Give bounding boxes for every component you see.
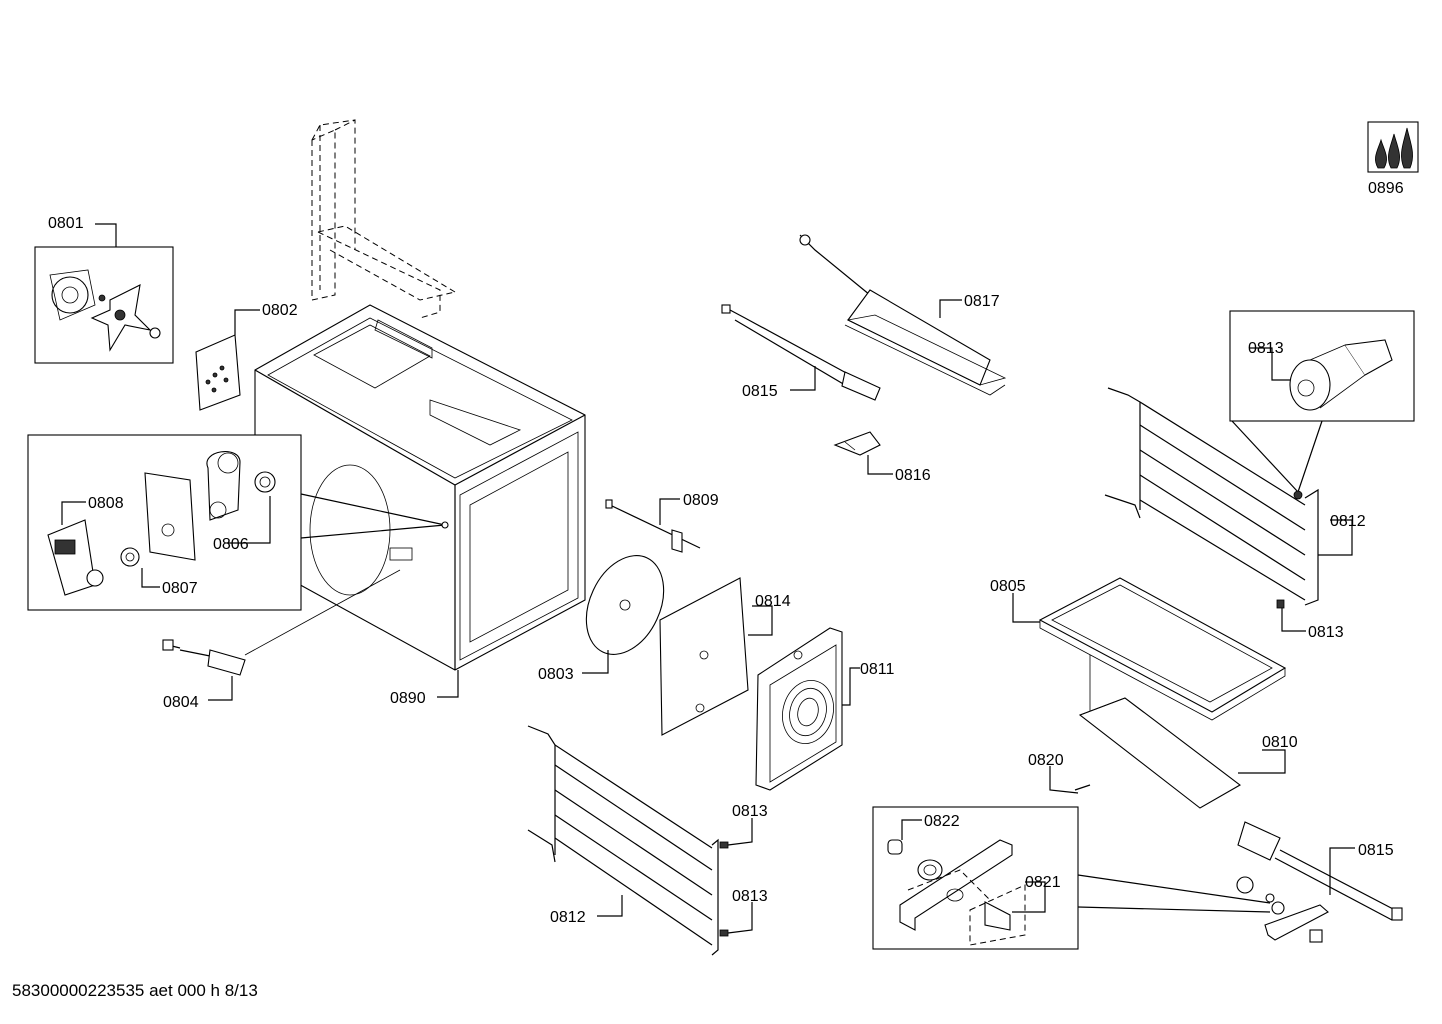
label-0813-bottom-a: 0813 [732, 803, 768, 820]
label-0815-top: 0815 [742, 383, 778, 400]
cable-harness-0815-top [721, 304, 881, 401]
connector-0804 [162, 639, 246, 676]
label-0801: 0801 [48, 215, 84, 232]
label-0811: 0811 [860, 661, 895, 678]
label-0822: 0822 [924, 813, 960, 830]
screw-0813-a [719, 841, 729, 849]
label-0813-detail: 0813 [1248, 340, 1284, 357]
oven-cavity-0890 [254, 304, 586, 671]
label-0813-bottom-b: 0813 [732, 888, 768, 905]
label-0803: 0803 [538, 666, 574, 683]
exhaust-duct-outline [311, 119, 456, 319]
round-cover-0803 [585, 555, 665, 655]
label-0806: 0806 [213, 536, 249, 553]
label-0810: 0810 [1262, 734, 1298, 751]
label-0802: 0802 [262, 302, 298, 319]
rear-panel-0814 [659, 577, 749, 736]
fitting-parts [1264, 893, 1329, 943]
label-0816: 0816 [895, 467, 931, 484]
detail-box-screw [1229, 310, 1415, 493]
bottom-plate-0805 [1038, 577, 1287, 721]
label-0805: 0805 [990, 578, 1026, 595]
fan-motor-assembly [34, 246, 174, 364]
side-rack-0812-right [1104, 387, 1319, 606]
label-0812-right: 0812 [1330, 513, 1366, 530]
heating-element-0817 [799, 234, 1007, 396]
label-0813-right: 0813 [1308, 624, 1344, 641]
label-0807: 0807 [162, 580, 198, 597]
mounting-plate-0802 [195, 334, 241, 411]
screw-0813-right [1276, 599, 1285, 609]
side-rack-0812-bottom [527, 725, 719, 956]
document-footer-code: 58300000223535 aet 000 h 8/13 [12, 981, 258, 1000]
detail-box-gas-valve [872, 806, 1271, 950]
label-0812-bottom: 0812 [550, 909, 586, 926]
label-0820: 0820 [1028, 752, 1064, 769]
clip-0816 [833, 431, 881, 456]
screw-0813-b [719, 929, 729, 937]
temperature-sensor-0809 [605, 499, 701, 553]
label-0804: 0804 [163, 694, 199, 711]
label-0808: 0808 [88, 495, 124, 512]
label-0821: 0821 [1025, 874, 1061, 891]
label-0809: 0809 [683, 492, 719, 509]
fan-cover-0811 [755, 627, 843, 791]
heating-element-0820 [1074, 784, 1254, 894]
label-0814: 0814 [755, 593, 791, 610]
label-0890: 0890 [390, 690, 426, 707]
cable-harness-0815-bottom [1237, 821, 1403, 921]
label-0817: 0817 [964, 293, 1000, 310]
label-0896: 0896 [1368, 180, 1404, 197]
detail-box-lamp-assembly [27, 434, 449, 611]
gas-flame-icon [1367, 121, 1419, 173]
label-0815-bottom: 0815 [1358, 842, 1394, 859]
heat-shield-0810 [1078, 697, 1241, 809]
